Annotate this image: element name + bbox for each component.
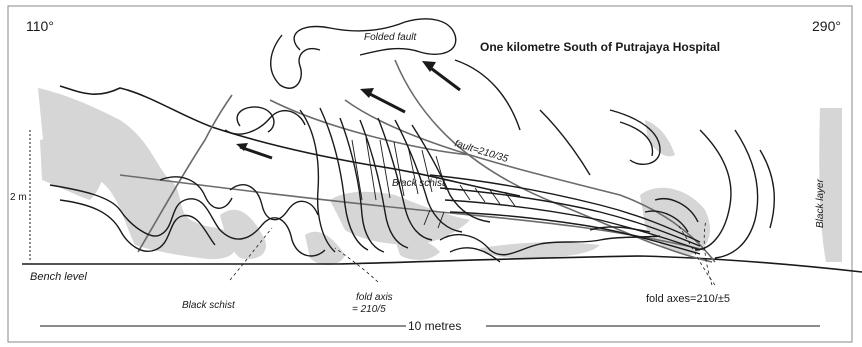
folded-fault-left <box>225 111 305 134</box>
label-fold-axes: fold axes=210/±5 <box>646 293 730 305</box>
fold-right-4 <box>715 130 758 258</box>
label-fold-axis-line2: = 210/5 <box>352 304 386 315</box>
label-folded-fault: Folded fault <box>364 32 417 43</box>
figure-title: One kilometre South of Putrajaya Hospita… <box>480 40 720 54</box>
arc-upper-right-1 <box>455 60 520 130</box>
bench-level-line <box>22 256 862 272</box>
label-black-layer: Black layer <box>815 178 826 228</box>
fold-right-5 <box>760 150 774 228</box>
label-black-schist-lower: Black schist <box>182 300 236 311</box>
bearing-right: 290° <box>812 18 841 34</box>
bearing-left: 110° <box>26 18 54 34</box>
label-bench-level: Bench level <box>30 271 87 283</box>
arrow-upper <box>428 66 460 90</box>
arc-upper-right-2 <box>540 110 590 175</box>
label-fold-axis-line1: fold axis <box>356 292 393 303</box>
label-black-schist-center: Black schist <box>392 178 446 189</box>
label-vertical-scale: 2 m <box>10 192 27 203</box>
label-horizontal-scale: 10 metres <box>408 319 461 333</box>
shade-lobe-b <box>395 238 440 260</box>
arrow-middle <box>366 92 405 112</box>
leader-lines <box>230 220 715 285</box>
